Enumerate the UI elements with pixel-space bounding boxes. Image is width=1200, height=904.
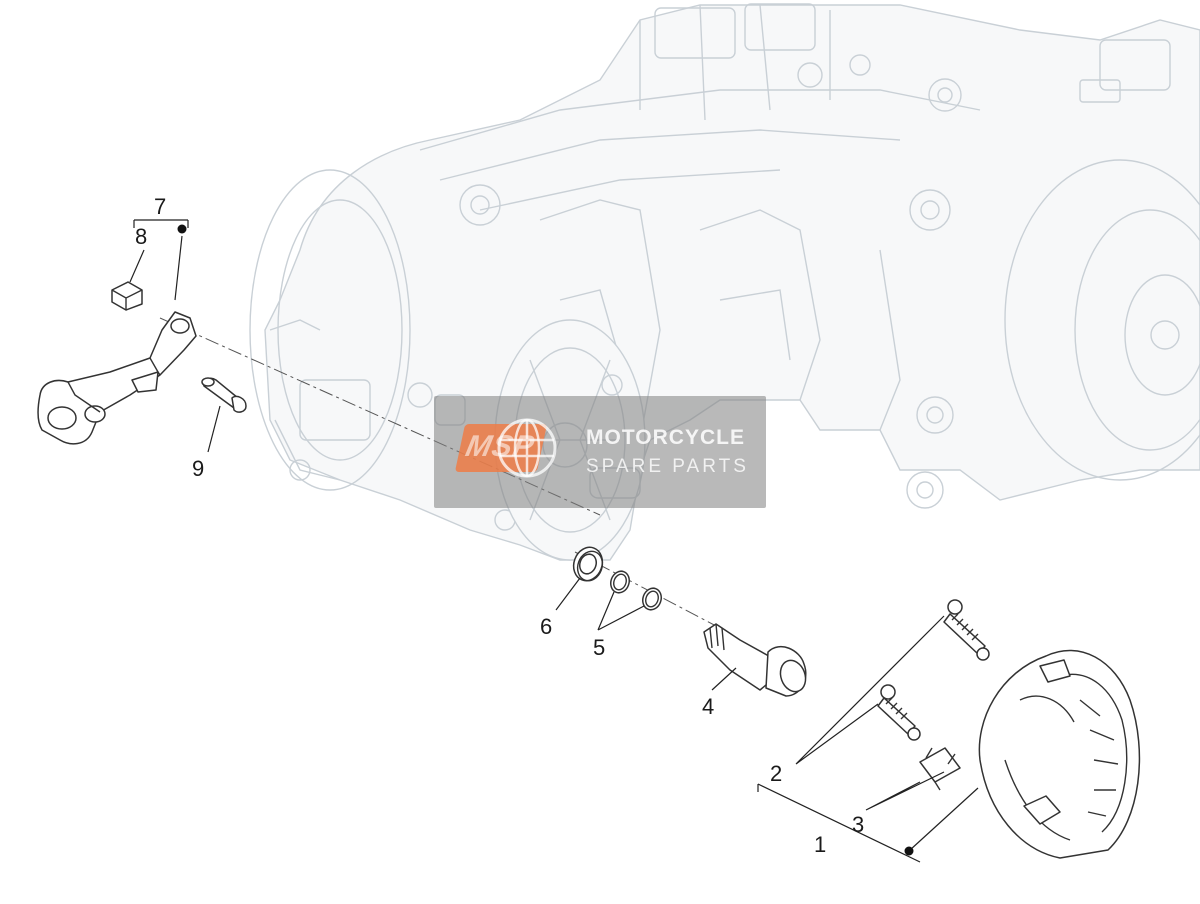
pin-bolt-part-9 (201, 377, 247, 413)
assembly-marker-dot (904, 846, 914, 856)
clip-nut-part-8 (111, 281, 143, 311)
circlip-pair-part-5 (609, 570, 663, 611)
watermark-banner: MSP MOTORCYCLE SPARE PARTS (434, 396, 766, 508)
callout-7: 7 (154, 194, 166, 219)
callout-6: 6 (540, 614, 552, 639)
globe-icon (497, 418, 557, 478)
callout-9: 9 (192, 456, 204, 481)
assembly-marker-dot (177, 224, 187, 234)
brake-shoe-set-part-1 (978, 649, 1141, 859)
callout-4: 4 (702, 694, 714, 719)
callout-8: 8 (135, 224, 147, 249)
shoe-clip-part-3 (919, 747, 961, 791)
watermark-subtitle: SPARE PARTS (586, 456, 749, 477)
brake-cam-shaft-part-4 (703, 623, 807, 697)
brake-lever-part-7 (37, 311, 197, 445)
callout-2: 2 (770, 761, 782, 786)
callout-3: 3 (852, 812, 864, 837)
watermark-title: MOTORCYCLE (586, 426, 745, 449)
callout-labels: 7 8 9 6 5 4 2 3 1 (135, 194, 864, 857)
seal-ring-part-6 (572, 546, 604, 582)
return-spring-part-2 (877, 599, 990, 741)
callout-leader-lines (129, 219, 979, 863)
callout-5: 5 (593, 635, 605, 660)
callout-1: 1 (814, 832, 826, 857)
